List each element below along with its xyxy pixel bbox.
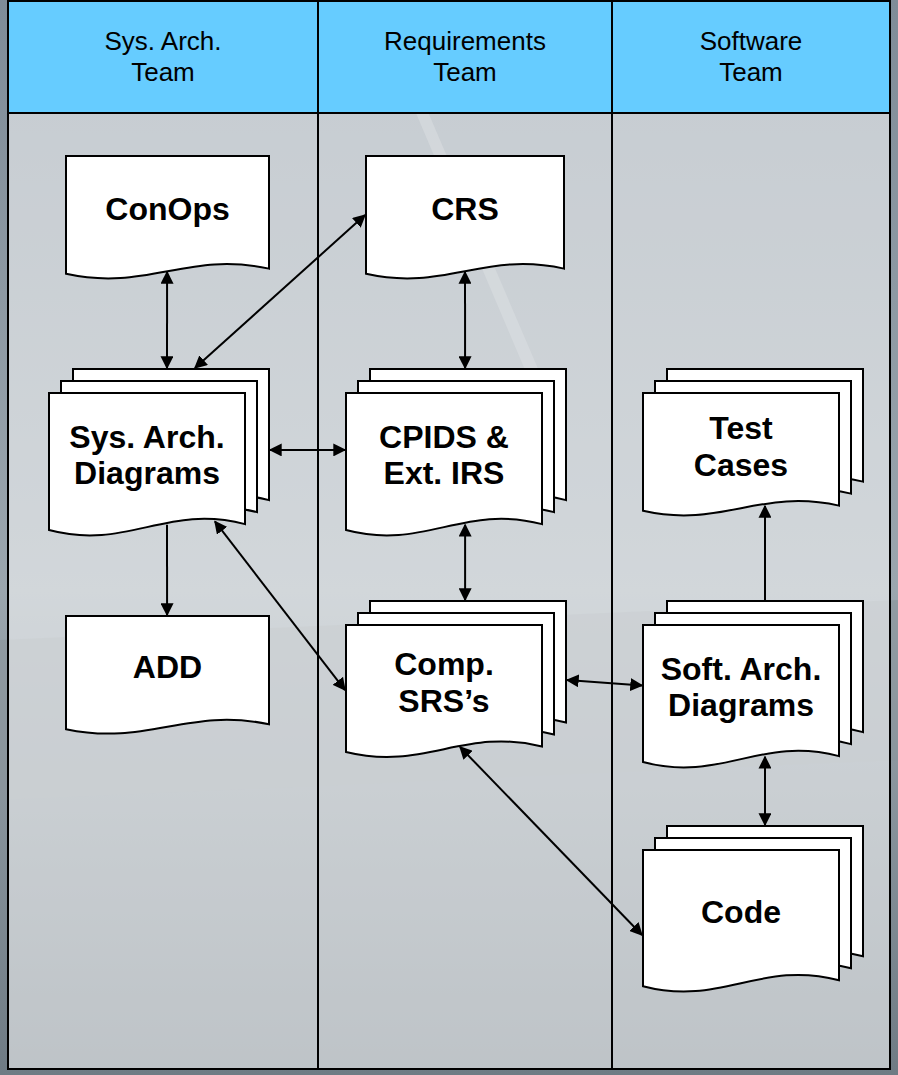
document: ADD [65,615,270,740]
page-front [346,393,542,535]
connector-arrow [764,757,766,825]
document-label: Comp. SRS’s [374,646,514,720]
connector-arrow [270,449,345,451]
connector-arrow [764,506,766,600]
document-label: Code [701,894,781,931]
multi-document: Test Cases [642,368,864,522]
document-text-area: ConOps [65,155,270,264]
multi-document: Code [642,825,864,999]
document-text-area: CRS [365,155,565,264]
lane-header: Sys. Arch. Team [9,2,317,114]
document-label: ADD [133,649,202,686]
page-front [643,393,839,515]
document-text-area: Soft. Arch. Diagrams [642,624,840,751]
lane-title: Requirements Team [375,26,555,88]
multi-document: Sys. Arch. Diagrams [48,368,270,543]
lane-header: Software Team [613,2,889,114]
multi-document: CPIDS & Ext. IRS [345,368,567,543]
connector-arrow [460,747,642,935]
document-label: Test Cases [676,410,806,484]
connector-arrow [166,272,168,368]
page-front [643,850,839,992]
swimlane: Software TeamTest CasesSoft. Arch. Diagr… [611,0,891,1070]
multi-document: Soft. Arch. Diagrams [642,600,864,775]
page-front [346,625,542,757]
connector-arrow [166,525,168,615]
lane-title: Sys. Arch. Team [88,26,238,88]
document-text-area: Comp. SRS’s [345,624,543,742]
document-label: Soft. Arch. Diagrams [649,651,834,725]
connector-arrow [464,272,466,368]
table-body [7,112,891,1070]
lane-header: Requirements Team [319,2,611,114]
page-front [66,616,269,734]
multi-document: Comp. SRS’s [345,600,567,764]
connector-arrow [464,525,466,600]
document-text-area: Code [642,849,840,975]
lane-title: Software Team [681,26,821,88]
page-front [66,156,269,278]
document-label: Sys. Arch. Diagrams [55,419,240,493]
document: ConOps [65,155,270,285]
page-front [643,625,839,767]
swimlane: Sys. Arch. TeamConOpsSys. Arch. Diagrams… [7,0,319,1070]
document-text-area: Test Cases [642,392,840,501]
swimlane: Requirements TeamCRS CPIDS & Ext. IRS Comp… [317,0,613,1070]
document-label: ConOps [105,191,229,228]
page-front [49,393,245,535]
document-text-area: ADD [65,615,270,720]
page-front [366,156,564,278]
document: CRS [365,155,565,285]
connector-arrow [567,680,642,685]
document-text-area: Sys. Arch. Diagrams [48,392,246,519]
document-label: CRS [431,191,499,228]
document-text-area: CPIDS & Ext. IRS [345,392,543,519]
document-label: CPIDS & Ext. IRS [364,419,524,493]
